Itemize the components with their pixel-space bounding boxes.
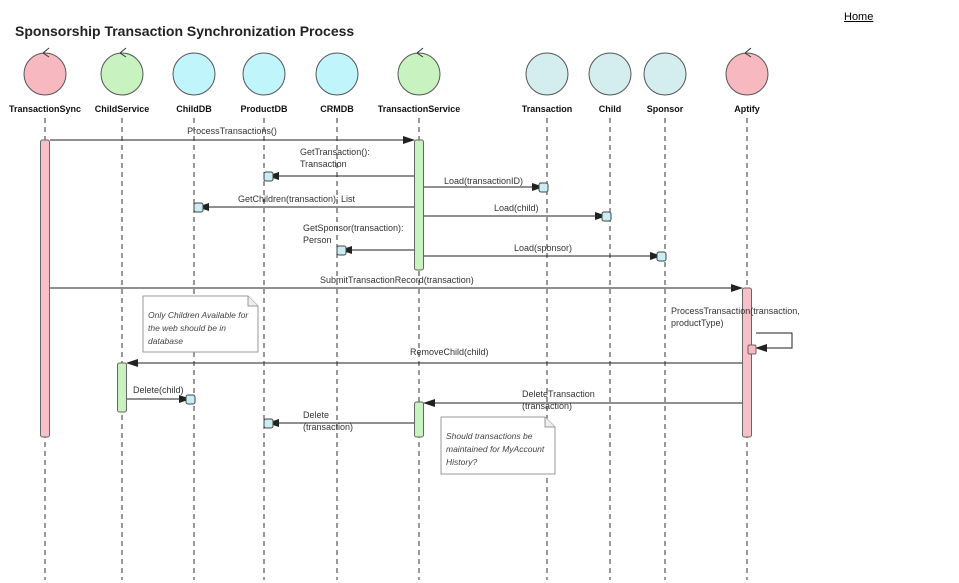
note-text: Should transactions be	[446, 431, 533, 441]
message-label: GetChildren(transaction): List	[238, 194, 356, 204]
lifeline-transaction-service: TransactionService	[378, 47, 461, 580]
message-label: GetTransaction():	[300, 147, 370, 157]
activation-bar	[40, 139, 50, 438]
note-text: Only Children Available for	[148, 310, 249, 320]
control-arrow-icon	[42, 47, 50, 58]
message-13: Delete (transaction)	[263, 410, 414, 432]
control-icon	[100, 52, 144, 96]
lifeline-label: TransactionService	[378, 104, 461, 114]
message-10: RemoveChild(child)	[126, 347, 742, 367]
lifeline-label: CRMDB	[320, 104, 354, 114]
control-icon	[23, 52, 67, 96]
note-text: the web should be in	[148, 323, 226, 333]
lifeline-label: Transaction	[522, 104, 573, 114]
note-box	[440, 416, 556, 475]
diagram-title: Sponsorship Transaction Synchronization …	[15, 23, 355, 39]
message-endpoint	[263, 171, 274, 182]
message-label: ProcessTransactions()	[187, 126, 277, 136]
message-label: Load(child)	[494, 203, 539, 213]
message-12: DeleteTransaction (transaction)	[423, 389, 742, 411]
message-endpoint	[656, 251, 667, 262]
message-endpoint	[601, 211, 612, 222]
lifeline-label: TransactionSync	[9, 104, 81, 114]
entity-icon	[588, 52, 632, 96]
lifeline-aptify: Aptify	[725, 47, 769, 580]
message-endpoint	[538, 182, 549, 193]
control-icon	[397, 52, 441, 96]
note-1: Only Children Available for the web shoul…	[142, 295, 259, 353]
note-text: database	[148, 336, 183, 346]
message-endpoint	[336, 245, 347, 256]
note-box	[142, 295, 259, 353]
message-4: GetChildren(transaction): List	[193, 194, 414, 213]
lifeline-sponsor: Sponsor	[643, 52, 687, 580]
entity-icon	[315, 52, 359, 96]
message-1: ProcessTransactions()	[50, 126, 415, 144]
message-label: SubmitTransactionRecord(transaction)	[320, 275, 474, 285]
control-icon	[725, 52, 769, 96]
lifeline-child-db: ChildDB	[172, 52, 216, 580]
control-arrow-icon	[416, 47, 424, 58]
message-label: (transaction)	[522, 401, 572, 411]
message-label: RemoveChild(child)	[410, 347, 489, 357]
message-label: Load(sponsor)	[514, 243, 572, 253]
message-label: Delete(child)	[133, 385, 184, 395]
message-label: Delete	[303, 410, 329, 420]
control-arrow-icon	[744, 47, 752, 58]
message-2: GetTransaction(): Transaction	[263, 147, 414, 182]
activation-bar	[742, 287, 752, 438]
message-label: ProcessTransaction(transaction,	[671, 306, 800, 316]
message-label: (transaction)	[303, 422, 353, 432]
entity-icon	[172, 52, 216, 96]
entity-icon	[242, 52, 286, 96]
message-7: Load(sponsor)	[424, 243, 667, 262]
note-2: Should transactions be maintained for MyA…	[440, 416, 556, 475]
message-label: Transaction	[300, 159, 347, 169]
message-label: Person	[303, 235, 332, 245]
message-label: DeleteTransaction	[522, 389, 595, 399]
message-6: GetSponsor(transaction): Person	[303, 223, 414, 256]
lifeline-label: ProductDB	[241, 104, 289, 114]
activation-bar	[117, 362, 127, 413]
lifeline-child: Child	[588, 52, 632, 580]
message-3: Load(transactionID)	[424, 176, 549, 193]
lifeline-product-db: ProductDB	[241, 52, 289, 580]
lifeline-transaction: Transaction	[522, 52, 573, 580]
entity-icon	[643, 52, 687, 96]
message-11: Delete(child)	[127, 385, 196, 405]
lifeline-crmdb: CRMDB	[315, 52, 359, 580]
self-message-arrow	[755, 332, 793, 352]
message-endpoint	[185, 394, 196, 405]
lifeline-label: Child	[599, 104, 622, 114]
note-text: History?	[446, 457, 477, 467]
note-fold	[247, 296, 258, 307]
message-label: productType)	[671, 318, 724, 328]
lifeline-label: Sponsor	[647, 104, 684, 114]
lifeline-label: ChildService	[95, 104, 150, 114]
message-endpoint	[263, 418, 274, 429]
message-label: Load(transactionID)	[444, 176, 523, 186]
home-link[interactable]: Home	[844, 11, 874, 23]
lifeline-label: ChildDB	[176, 104, 212, 114]
activation-bar	[414, 401, 424, 438]
message-endpoint	[747, 344, 757, 355]
note-text: maintained for MyAccount	[446, 444, 545, 454]
control-arrow-icon	[119, 47, 127, 58]
lifeline-child-service: ChildService	[95, 47, 150, 580]
activation-bar	[414, 139, 424, 271]
message-endpoint	[193, 202, 204, 213]
message-9: ProcessTransaction(transaction, productTy…	[671, 306, 800, 355]
lifeline-label: Aptify	[734, 104, 760, 114]
entity-icon	[525, 52, 569, 96]
message-8: SubmitTransactionRecord(transaction)	[50, 275, 743, 292]
note-fold	[544, 417, 555, 428]
message-label: GetSponsor(transaction):	[303, 223, 404, 233]
message-5: Load(child)	[424, 203, 612, 222]
